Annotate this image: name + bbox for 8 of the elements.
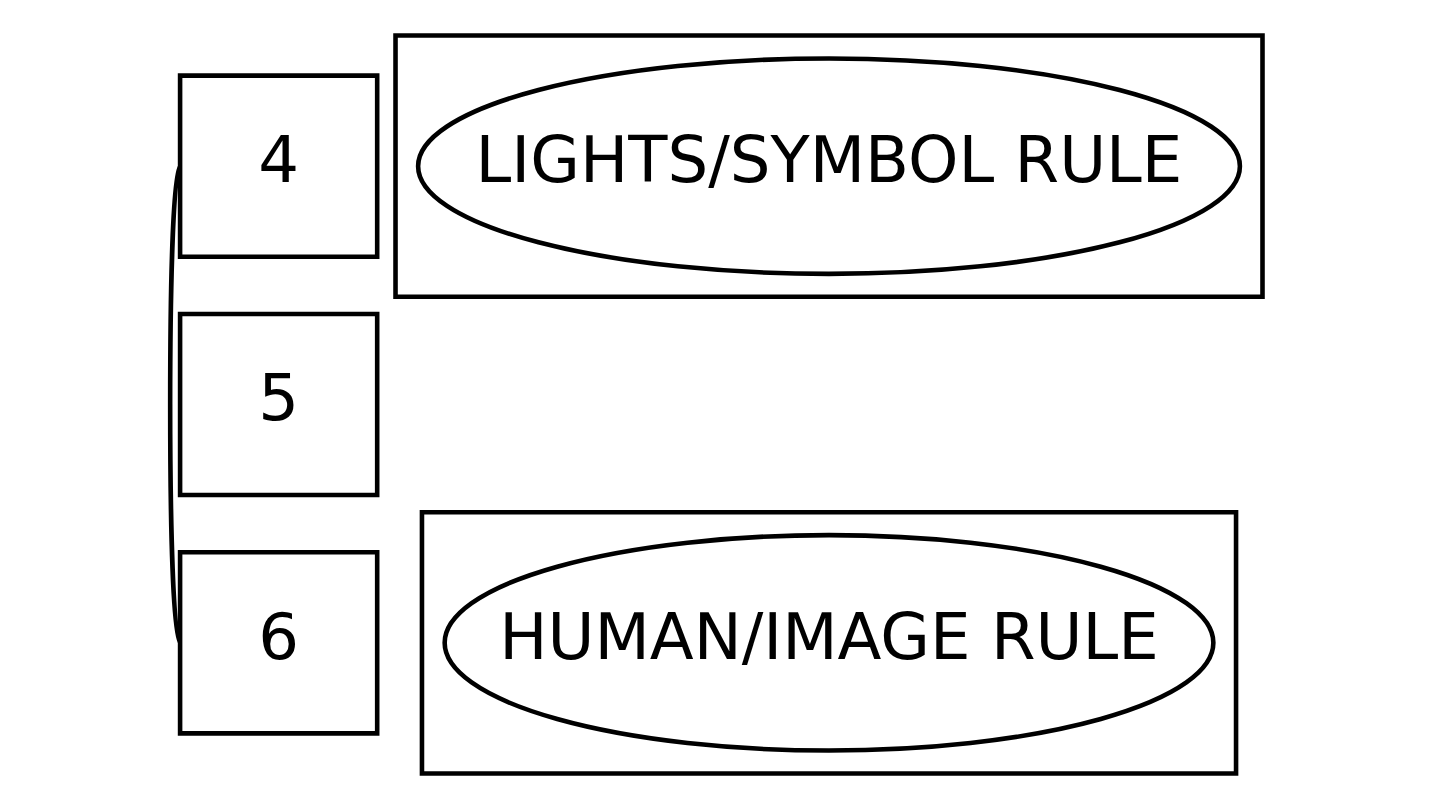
cluster — [392, 33, 1265, 300]
node-box: 6 — [177, 550, 379, 736]
connector — [167, 165, 182, 644]
node-ellipse: HUMAN/IMAGE RULE — [441, 532, 1216, 753]
node-box: 4 — [177, 73, 379, 259]
node-box: 5 — [177, 311, 379, 498]
cluster — [419, 509, 1238, 776]
node-ellipse: LIGHTS/SYMBOL RULE — [415, 56, 1242, 277]
